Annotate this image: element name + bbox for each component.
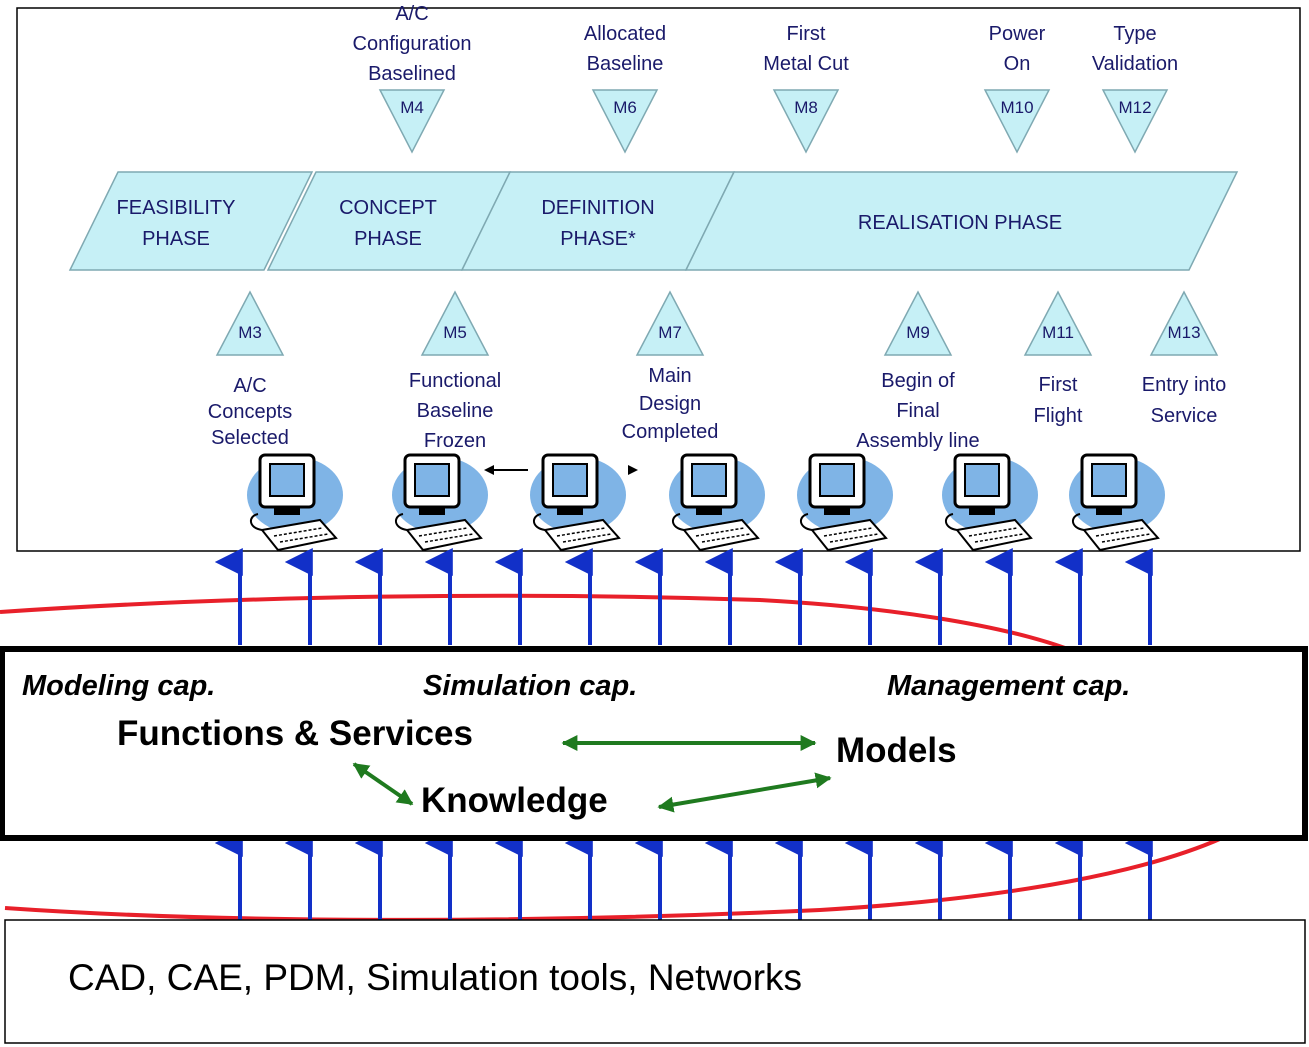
milestone-m5-triangle (420, 290, 490, 356)
milestone-code: M4 (400, 98, 424, 117)
milestone-m7-triangle (635, 290, 705, 356)
computer-icon (247, 453, 343, 552)
milestone-label: Allocated (584, 23, 666, 45)
phase-label-feasibility: PHASE (142, 228, 210, 250)
milestone-label: Power (989, 23, 1046, 45)
phase-label-concept: CONCEPT (339, 197, 437, 219)
models-label: Models (836, 731, 957, 770)
computer-icon (530, 453, 626, 552)
milestone-m4-triangle (378, 89, 446, 154)
milestone-m11-triangle (1023, 290, 1093, 356)
upper-red-curve (0, 593, 1066, 650)
milestone-label: Baseline (587, 53, 664, 75)
milestone-code: M10 (1000, 98, 1033, 117)
milestone-label: Main (648, 365, 691, 387)
computer-icon (1069, 453, 1165, 552)
phase-label-concept: PHASE (354, 228, 422, 250)
milestone-code: M9 (906, 323, 930, 342)
milestone-code: M8 (794, 98, 818, 117)
phases-layer: FEASIBILITY PHASE CONCEPT PHASE DEFINITION PH… (68, 171, 1239, 271)
computer-icon (392, 453, 488, 552)
knowledge-label: Knowledge (421, 781, 608, 820)
milestone-m3-triangle (215, 290, 285, 356)
phase-realisation (684, 171, 1239, 271)
milestone-label: Design (639, 393, 701, 415)
milestone-code: M11 (1042, 323, 1074, 342)
milestone-label: Frozen (424, 430, 486, 452)
milestone-label: Flight (1034, 405, 1083, 427)
milestone-label: Final (896, 400, 939, 422)
milestone-label: A/C (233, 375, 266, 397)
milestone-code: M3 (238, 323, 262, 342)
computer-icon (942, 453, 1038, 552)
milestone-label: Service (1151, 405, 1218, 427)
functions-services-label: Functions & Services (117, 714, 473, 753)
phase-feasibility (68, 171, 314, 271)
milestone-label: Baselined (368, 63, 456, 85)
phase-label-realisation: REALISATION PHASE (858, 212, 1062, 234)
milestone-label: Metal Cut (763, 53, 849, 75)
milestone-label: First (1039, 374, 1078, 396)
functions-knowledge-arrow (352, 762, 414, 806)
milestone-m10-triangle (983, 89, 1051, 154)
computer-icon (669, 453, 765, 552)
milestone-label: First (787, 23, 826, 45)
milestone-label: Type (1113, 23, 1156, 45)
modeling-capability-label: Modeling cap. (22, 670, 215, 702)
milestone-label: Begin of (881, 370, 955, 392)
computer-icon (797, 453, 893, 552)
milestone-label: Completed (622, 421, 719, 443)
milestone-label: On (1004, 53, 1031, 75)
phase-label-feasibility: FEASIBILITY (117, 197, 236, 219)
milestone-m13-triangle (1149, 290, 1219, 356)
lower-red-curve (4, 836, 1223, 922)
computers-layer (247, 453, 1165, 552)
milestone-code: M13 (1167, 323, 1200, 342)
milestone-label: Baseline (417, 400, 494, 422)
management-capability-label: Management cap. (887, 670, 1130, 702)
milestone-m8-triangle (772, 89, 840, 154)
milestone-label: Entry into (1142, 374, 1226, 396)
tools-bar (4, 919, 1306, 1044)
milestone-label: A/C (395, 3, 428, 25)
milestone-code: M6 (613, 98, 637, 117)
milestone-label: Assembly line (856, 430, 979, 452)
milestone-code: M5 (443, 323, 467, 342)
milestone-m12-triangle (1101, 89, 1169, 154)
knowledge-models-arrow (657, 772, 832, 813)
milestones-layer: M4A/CConfigurationBaselinedM6AllocatedBa… (208, 3, 1226, 452)
milestone-label: Selected (211, 427, 289, 449)
milestone-m9-triangle (883, 290, 953, 356)
milestone-label: Configuration (353, 33, 472, 55)
simulation-capability-label: Simulation cap. (423, 670, 637, 702)
left-pointing-arrowhead (484, 465, 494, 475)
milestone-label: Concepts (208, 401, 293, 423)
milestone-label: Functional (409, 370, 501, 392)
milestone-code: M7 (658, 323, 682, 342)
blue-arrows-layer (214, 548, 1153, 920)
tools-bar-label: CAD, CAE, PDM, Simulation tools, Network… (68, 957, 802, 998)
phase-label-definition: PHASE* (560, 228, 636, 250)
milestone-code: M12 (1118, 98, 1151, 117)
right-pointing-arrowhead (628, 465, 638, 475)
milestone-m6-triangle (591, 89, 659, 154)
phase-label-definition: DEFINITION (541, 197, 654, 219)
milestone-label: Validation (1092, 53, 1178, 75)
